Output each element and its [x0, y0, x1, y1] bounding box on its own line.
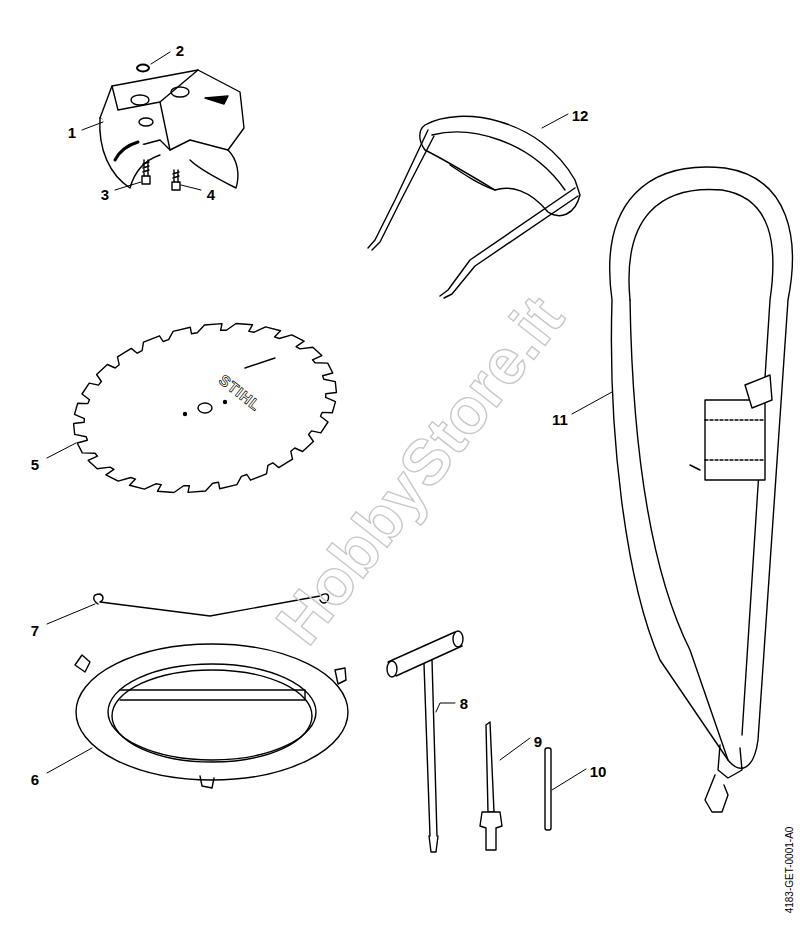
screwdriver [480, 722, 502, 850]
callout-number: 2 [176, 43, 184, 58]
screws [142, 160, 180, 190]
callout-number: 9 [534, 734, 542, 749]
callout-number: 11 [552, 412, 568, 427]
callout-number: 4 [207, 187, 215, 202]
harness-strap [610, 167, 793, 812]
callout-number: 6 [31, 772, 39, 787]
blade-outline [74, 324, 337, 493]
callout-number: 1 [68, 125, 76, 140]
callout-number: 10 [590, 764, 607, 779]
locking-pin [545, 748, 551, 830]
combination-wrench [387, 631, 463, 852]
watermark: HobbyStore.it [266, 285, 575, 655]
callout-number: 8 [460, 696, 468, 711]
callout-number: 12 [572, 108, 589, 123]
deflector [100, 70, 244, 188]
leader-lines [47, 52, 612, 790]
safety-glasses [368, 116, 580, 298]
callout-number: 5 [31, 457, 39, 472]
saw-blade [74, 324, 337, 493]
callout-number: 3 [101, 187, 109, 202]
harness-plate [75, 644, 348, 788]
o-ring [137, 65, 149, 72]
drawing-code: 4183-GET-0001-A0 [785, 827, 795, 914]
callout-number: 7 [31, 623, 39, 638]
